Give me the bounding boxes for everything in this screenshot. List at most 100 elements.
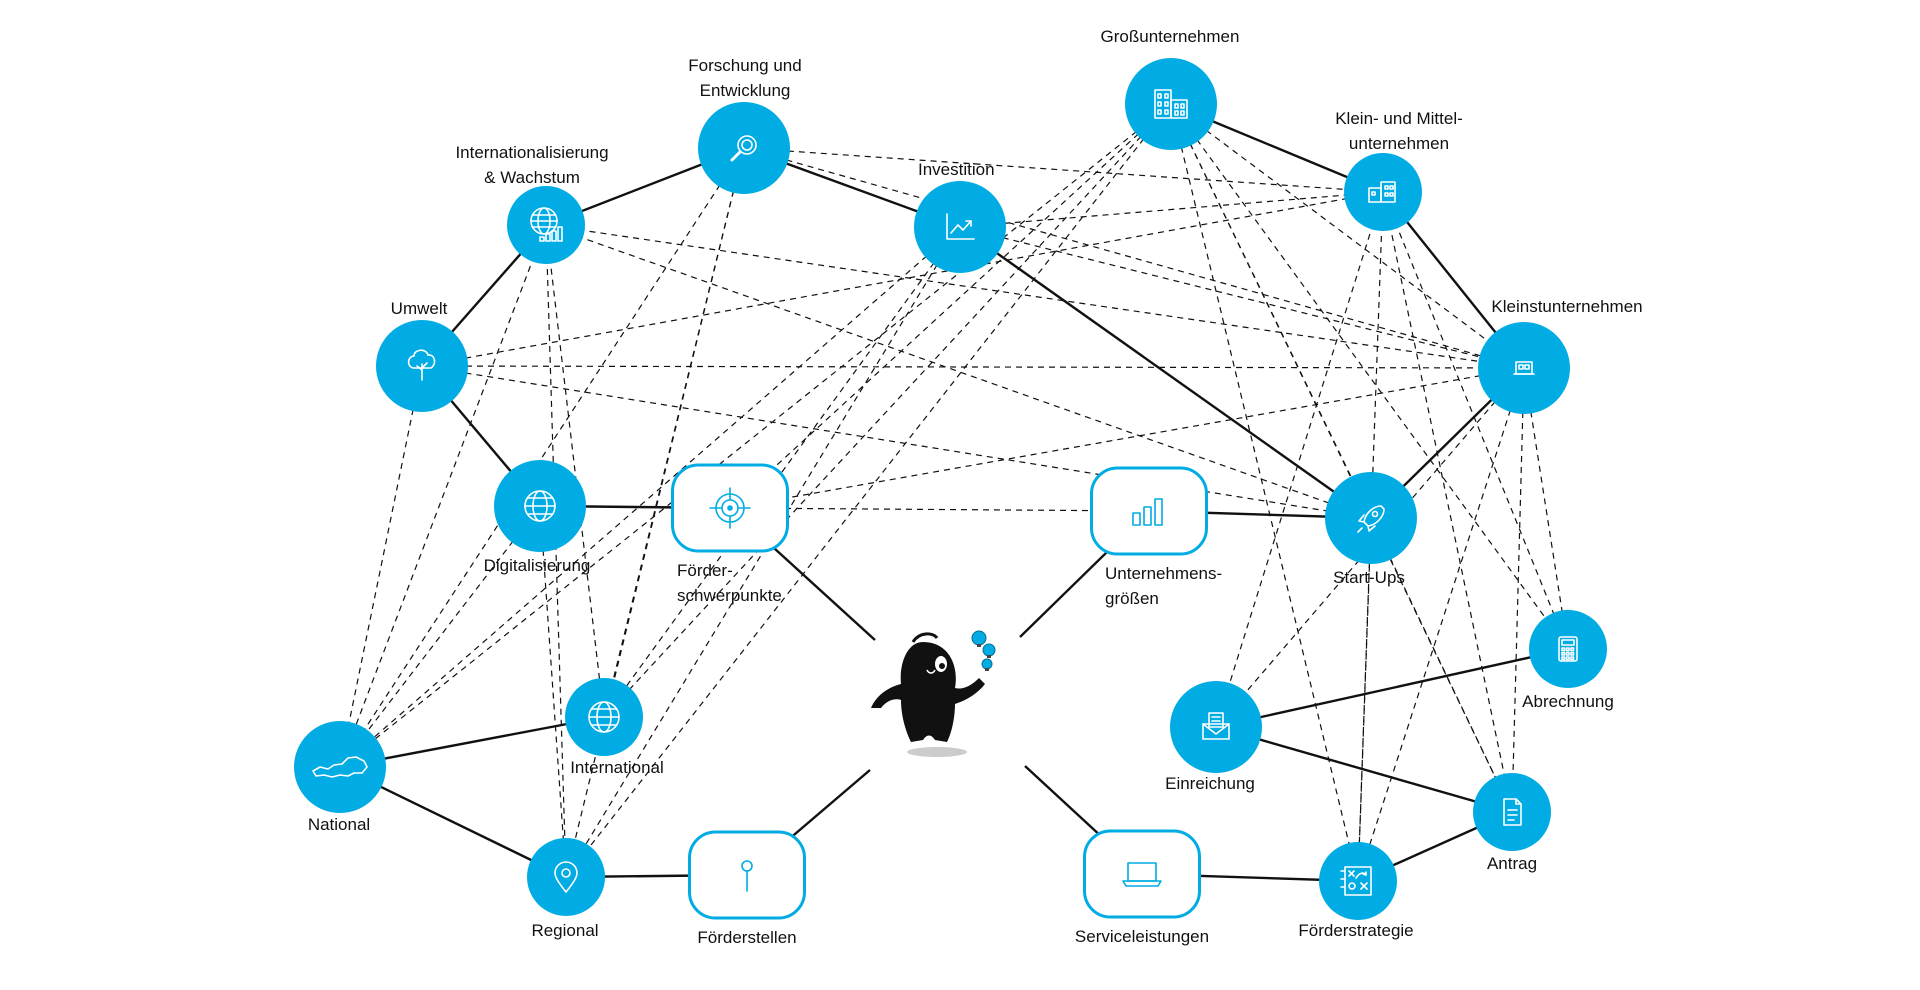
solid-edge-einreichung-abrechnung bbox=[1215, 647, 1569, 729]
dashed-edge-umwelt-national bbox=[339, 365, 423, 768]
node-circle bbox=[1478, 322, 1570, 414]
small-buildings-icon bbox=[1368, 181, 1396, 203]
node-unternehmensgroessen bbox=[1090, 466, 1208, 556]
node-kleinst bbox=[1478, 322, 1570, 414]
dashed-edge-kmu-einreichung bbox=[1215, 191, 1384, 728]
node-investition bbox=[914, 181, 1006, 273]
node-circle bbox=[294, 721, 386, 813]
node-antrag bbox=[1473, 773, 1551, 851]
mascot-figure bbox=[871, 630, 996, 757]
magnifier-icon bbox=[730, 135, 757, 162]
dashed-edge-internationalisierung-startups bbox=[545, 224, 1372, 519]
node-umwelt bbox=[376, 320, 468, 412]
dashed-edge-umwelt-kleinst bbox=[421, 365, 1525, 369]
node-circle bbox=[1325, 472, 1417, 564]
dashed-edge-grossunternehmen-national bbox=[339, 103, 1172, 768]
node-startups bbox=[1325, 472, 1417, 564]
label-grossunternehmen: Großunternehmen bbox=[1100, 27, 1240, 46]
label-umwelt: Umwelt bbox=[390, 299, 448, 318]
document-icon bbox=[1503, 798, 1522, 826]
node-regional bbox=[527, 838, 605, 916]
dashed-edge-kleinst-foerderstrategie bbox=[1357, 367, 1525, 882]
envelope-icon bbox=[1202, 712, 1230, 740]
node-circle bbox=[1344, 153, 1422, 231]
dashed-edge-kleinst-abrechnung bbox=[1523, 367, 1569, 650]
target-icon bbox=[709, 487, 751, 529]
dashed-edge-forschung-regional bbox=[565, 147, 745, 878]
label-regional: Regional bbox=[531, 921, 599, 940]
label-unternehmensgroessen: Unternehmens- größen bbox=[1105, 564, 1223, 608]
node-internationalisierung bbox=[507, 186, 585, 264]
laptop-icon bbox=[1122, 862, 1162, 887]
dashed-edge-grossunternehmen-foerderstrategie bbox=[1170, 103, 1359, 882]
nodes bbox=[294, 58, 1607, 920]
dashed-edge-internationalisierung-international bbox=[545, 224, 605, 718]
dashed-edge-grossunternehmen-antrag bbox=[1170, 103, 1513, 813]
dashed-edge-digitalisierung-national bbox=[339, 505, 541, 768]
dashed-edge-investition-national bbox=[339, 226, 961, 768]
dashed-edge-grossunternehmen-kleinst bbox=[1170, 103, 1525, 369]
dashed-edge-kleinst-antrag bbox=[1511, 367, 1525, 813]
node-grossunternehmen bbox=[1125, 58, 1217, 150]
node-box bbox=[1090, 466, 1208, 556]
node-circle bbox=[1473, 773, 1551, 851]
strategy-board-icon bbox=[1340, 866, 1372, 896]
dashed-edge-forschung-national bbox=[339, 147, 745, 768]
label-digitalisierung: Digitalisierung bbox=[483, 556, 591, 575]
node-international bbox=[565, 678, 643, 756]
label-abrechnung: Abrechnung bbox=[1522, 692, 1614, 711]
dashed-edge-startups-foerderstrategie bbox=[1357, 517, 1372, 882]
solid-edge-einreichung-antrag bbox=[1215, 725, 1513, 814]
node-circle bbox=[507, 186, 585, 264]
dashed-edge-grossunternehmen-regional bbox=[565, 103, 1172, 878]
dashed-edge-grossunternehmen-international bbox=[603, 103, 1172, 718]
label-forschung-und-entwicklung: Forschung und Entwicklung bbox=[688, 56, 802, 100]
node-serviceleistungen bbox=[1083, 829, 1201, 919]
dashed-edge-investition-international bbox=[603, 226, 961, 718]
dashed-edge-investition-kleinst bbox=[959, 226, 1525, 369]
shop-icon bbox=[1513, 361, 1535, 375]
label-foerderstrategie: Förderstrategie bbox=[1298, 921, 1414, 940]
node-circle bbox=[1319, 842, 1397, 920]
node-forschung bbox=[698, 102, 790, 194]
node-circle bbox=[1529, 610, 1607, 688]
label-internationalisierung-wachstum: Internationalisierung & Wachstum bbox=[455, 143, 609, 187]
label-investition: Investition bbox=[918, 160, 995, 179]
dashed-edge-internationalisierung-regional bbox=[545, 224, 567, 878]
label-antrag: Antrag bbox=[1486, 854, 1538, 873]
label-national: National bbox=[307, 815, 371, 834]
node-foerderstellen bbox=[688, 830, 806, 920]
dashed-edge-grossunternehmen-abrechnung bbox=[1170, 103, 1569, 650]
calculator-icon bbox=[1558, 636, 1578, 662]
austria-map-icon bbox=[312, 756, 368, 778]
dashed-edge-internationalisierung-national bbox=[339, 224, 547, 768]
solid-edge-investition-startups bbox=[959, 226, 1372, 519]
globe-growth-icon bbox=[530, 207, 563, 242]
label-serviceleistungen: Serviceleistungen bbox=[1074, 927, 1210, 946]
dashed-edge-kmu-abrechnung bbox=[1382, 191, 1569, 650]
bar-chart-icon bbox=[1132, 498, 1163, 526]
node-box bbox=[1083, 829, 1201, 919]
rocket-icon bbox=[1357, 505, 1385, 533]
node-digitalisierung bbox=[494, 460, 586, 552]
label-start-ups: Start-Ups bbox=[1333, 568, 1405, 587]
label-einreichung: Einreichung bbox=[1165, 774, 1255, 793]
node-national bbox=[294, 721, 386, 813]
label-foerderschwerpunkte: Förder- schwerpunkte bbox=[677, 561, 782, 605]
tree-icon bbox=[407, 349, 436, 381]
node-abrechnung bbox=[1529, 610, 1607, 688]
dashed-edge-grossunternehmen-foerderschwerpunkte bbox=[729, 103, 1172, 509]
label-klein-und-mittelunternehmen: Klein- und Mittel- unternehmen bbox=[1335, 109, 1463, 153]
dashed-edge-digitalisierung-regional bbox=[539, 505, 567, 878]
node-foerderstrategie bbox=[1319, 842, 1397, 920]
node-einreichung bbox=[1170, 681, 1262, 773]
dashed-edge-umwelt-kmu bbox=[421, 191, 1384, 367]
globe-icon bbox=[588, 701, 620, 733]
label-international: International bbox=[570, 758, 664, 777]
label-kleinstunternehmen: Kleinstunternehmen bbox=[1491, 297, 1643, 316]
buildings-icon bbox=[1154, 89, 1188, 119]
dashed-edge-investition-regional bbox=[565, 226, 961, 878]
dashed-edge-investition-kmu bbox=[959, 191, 1384, 228]
label-foerderstellen: Förderstellen bbox=[697, 928, 797, 947]
